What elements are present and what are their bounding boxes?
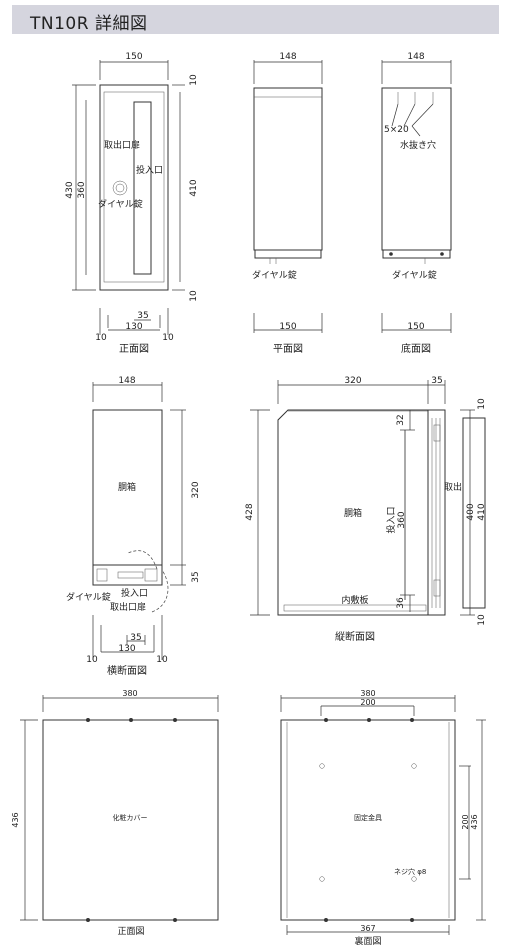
section-label-plate: 内敷板 [341, 594, 368, 606]
section-dim-360: 360 [397, 511, 407, 528]
section-dim-400: 400 [466, 503, 476, 520]
cross-dim-width: 148 [118, 376, 135, 386]
cross-dim-side: 35 [191, 571, 201, 582]
front-label-slot: 投入口 [136, 164, 163, 176]
cross-section-view: 148 胴箱 320 35 ダイヤル錠 投入口 取出口扉 35 130 10 1… [66, 376, 201, 677]
cover-back-dim-right-inner: 200 [461, 814, 470, 829]
cover-back-dim-bottom: 367 [360, 924, 375, 933]
cover-front-caption: 正面図 [117, 926, 144, 937]
top-view: 148 ダイヤル錠 150 平面図 [252, 52, 323, 355]
front-dim-height-total: 430 [65, 181, 75, 198]
section-dim-36: 36 [396, 597, 406, 609]
bottom-view: 148 5×20 水抜き穴 ダイヤル錠 150 底面図 [381, 52, 452, 355]
front-dim-small: 35 [137, 311, 148, 321]
bottom-label-lock: ダイヤル錠 [392, 269, 437, 281]
front-dim-side-right: 10 [162, 333, 174, 343]
title-bar: TN10R 詳細図 [12, 5, 499, 34]
section-dim-width: 320 [344, 376, 361, 386]
cross-label-slot: 投入口 [121, 587, 148, 599]
cross-label-lock: ダイヤル錠 [66, 591, 111, 603]
cover-front-label: 化粧カバー [113, 813, 148, 822]
front-dim-height-right: 410 [189, 179, 199, 196]
front-dim-side-left: 10 [95, 333, 107, 343]
cross-label-body: 胴箱 [118, 481, 136, 493]
section-dim-bottom-right: 10 [477, 614, 487, 626]
cover-back-view: 380 200 固定金具 ネジ穴 φ8 200 436 367 裏面図 [280, 689, 486, 947]
cross-dim-right: 10 [156, 655, 168, 665]
cross-dim-small: 35 [130, 633, 141, 643]
cover-back-dim-inner: 200 [360, 698, 375, 707]
top-caption: 平面図 [273, 343, 303, 355]
section-label-body: 胴箱 [344, 507, 362, 519]
front-dim-width: 150 [125, 52, 142, 62]
section-dim-height: 428 [245, 503, 255, 520]
section-dim-top-right: 10 [477, 398, 487, 410]
front-dim-height-inner: 360 [77, 181, 87, 198]
cross-dim-height: 320 [191, 481, 201, 498]
front-dim-inner-w: 130 [125, 322, 142, 332]
cover-back-caption: 裏面図 [354, 935, 381, 947]
top-dim-bottom: 150 [279, 322, 296, 332]
cross-dim-inner-w: 130 [118, 644, 135, 654]
section-dim-depth: 35 [431, 376, 442, 386]
top-dim-width: 148 [279, 52, 296, 62]
cross-label-door: 取出口扉 [110, 601, 146, 613]
cover-front-view: 380 436 化粧カバー 正面図 [11, 689, 219, 937]
bottom-label-drain: 水抜き穴 [400, 139, 436, 151]
cross-dim-left: 10 [86, 655, 98, 665]
cover-back-dim-width: 380 [360, 689, 375, 698]
bottom-label-hole: 5×20 [384, 125, 409, 135]
front-label-lock: ダイヤル錠 [98, 198, 143, 210]
cross-caption: 横断面図 [107, 664, 147, 677]
page-title: TN10R 詳細図 [30, 14, 148, 34]
bottom-caption: 底面図 [401, 342, 431, 355]
front-view: 150 430 360 10 410 10 取出口扉 投入口 ダイヤル錠 35 … [65, 52, 199, 355]
section-label-slot: 投入口 [385, 506, 397, 533]
cover-back-dim-right-outer: 436 [470, 814, 479, 829]
bottom-dim-bottom: 150 [407, 322, 424, 332]
section-dim-32: 32 [396, 414, 406, 425]
front-dim-bottom: 10 [189, 290, 199, 302]
cover-front-dim-width: 380 [122, 689, 137, 698]
front-label-door: 取出口扉 [104, 139, 140, 151]
front-dim-top: 10 [189, 74, 199, 86]
cover-front-dim-height: 436 [11, 812, 20, 827]
bottom-dim-width: 148 [407, 52, 424, 62]
vertical-section-view: 320 35 428 32 胴箱 投入口 360 取出口扉 10 400 410… [245, 376, 487, 643]
cover-back-label: 固定金具 [354, 813, 382, 822]
front-caption: 正面図 [119, 343, 149, 355]
section-caption: 縦断面図 [335, 630, 375, 643]
cover-back-label-screw: ネジ穴 φ8 [394, 867, 426, 876]
top-label-lock: ダイヤル錠 [252, 269, 297, 281]
section-dim-410: 410 [477, 503, 487, 520]
